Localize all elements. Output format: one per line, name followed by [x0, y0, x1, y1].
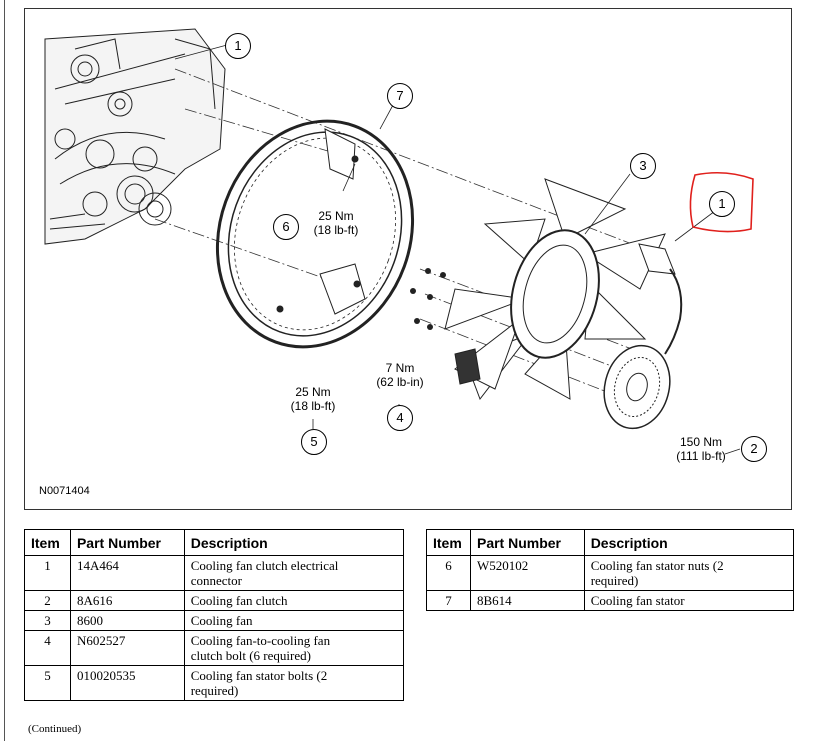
parts-table-left: Item Part Number Description 1 14A464 Co…: [24, 529, 405, 701]
callout-1-engine: 1: [225, 33, 251, 59]
torque-imperial: (18 lb-ft): [313, 223, 359, 237]
torque-imperial: (111 lb-ft): [676, 449, 726, 463]
table-header-row: Item Part Number Description: [426, 529, 795, 556]
description-line: connector: [190, 573, 242, 588]
callout-number: 1: [234, 38, 242, 53]
callout-7-stator: 7: [387, 83, 413, 109]
part-cell: 010020535: [69, 665, 185, 701]
figure-id: N0071404: [39, 485, 90, 497]
engine-illustration: [44, 28, 226, 245]
torque-label-5: 25 Nm (18 lb-ft): [275, 385, 351, 413]
parts-table-right: Item Part Number Description 6 W520102 C…: [426, 529, 795, 611]
part-cell: 8600: [69, 610, 185, 631]
description-cell: Cooling fan stator: [583, 590, 795, 611]
callout-3-fan: 3: [630, 153, 656, 179]
header-part-number: Part Number: [69, 529, 185, 556]
item-cell: 7: [426, 590, 471, 611]
callout-2-fan-clutch: 2: [741, 436, 767, 462]
description-cell: Cooling fan: [183, 610, 405, 631]
clutch-electrical-connector: [638, 243, 683, 355]
callout-number: 5: [310, 434, 318, 449]
callout-number: 2: [750, 441, 758, 456]
part-cell: N602527: [69, 630, 185, 666]
table-row: 2 8A616 Cooling fan clutch: [24, 590, 405, 611]
description-line: required): [590, 573, 639, 588]
fan-clutch-bolts: [410, 268, 446, 330]
item-cell: 5: [24, 665, 71, 701]
description-line: Cooling fan clutch electrical: [190, 558, 339, 573]
description-line: Cooling fan-to-cooling fan: [190, 633, 331, 648]
part-cell: 8B614: [469, 590, 585, 611]
callout-number: 6: [282, 219, 290, 234]
description-line: Cooling fan stator nuts (2: [590, 558, 724, 573]
item-cell: 6: [426, 555, 471, 591]
part-cell: 14A464: [69, 555, 185, 591]
torque-label-2: 150 Nm (111 lb-ft): [661, 435, 741, 463]
torque-label-4: 7 Nm (62 lb-in): [360, 361, 440, 389]
torque-nm: 25 Nm: [295, 385, 331, 399]
torque-nm: 25 Nm: [318, 209, 354, 223]
table-row: 7 8B614 Cooling fan stator: [426, 590, 795, 611]
callout-6-stator-nuts: 6: [273, 214, 299, 240]
description-cell: Cooling fan clutch: [183, 590, 405, 611]
torque-label-6: 25 Nm (18 lb-ft): [301, 209, 371, 237]
exploded-view-figure: 1 7 3 1 6 25 Nm (18 lb-ft) 7 Nm (62 lb-i…: [24, 8, 792, 510]
item-cell: 4: [24, 630, 71, 666]
torque-imperial: (18 lb-ft): [290, 399, 336, 413]
red-highlight-annotation: [689, 171, 754, 233]
header-description: Description: [183, 529, 405, 556]
callout-number: 7: [396, 88, 404, 103]
header-item: Item: [426, 529, 471, 556]
callout-number: 4: [396, 410, 404, 425]
callout-number: 1: [718, 196, 726, 211]
torque-nm: 150 Nm: [679, 435, 723, 449]
page-left-rule: [4, 0, 5, 741]
part-cell: W520102: [469, 555, 585, 591]
header-item: Item: [24, 529, 71, 556]
item-cell: 3: [24, 610, 71, 631]
fan-clutch: [603, 344, 671, 430]
part-cell: 8A616: [69, 590, 185, 611]
description-line: clutch bolt (6 required): [190, 648, 311, 663]
callout-4-clutch-bolts: 4: [387, 405, 413, 431]
item-cell: 1: [24, 555, 71, 591]
fan-stator-ring: [215, 119, 415, 349]
table-header-row: Item Part Number Description: [24, 529, 405, 556]
callout-5-stator-bolts: 5: [301, 429, 327, 455]
header-description: Description: [583, 529, 795, 556]
exploded-view-drawing: [44, 28, 741, 455]
callout-number: 3: [639, 158, 647, 173]
description-line: Cooling fan stator bolts (2: [190, 668, 328, 683]
item-cell: 2: [24, 590, 71, 611]
continued-note: (Continued): [28, 723, 82, 735]
torque-imperial: (62 lb-in): [376, 375, 424, 389]
description-line: required): [190, 683, 239, 698]
torque-nm: 7 Nm: [385, 361, 415, 375]
table-row: 3 8600 Cooling fan: [24, 610, 405, 631]
header-part-number: Part Number: [469, 529, 585, 556]
callout-1-connector: 1: [709, 191, 735, 217]
